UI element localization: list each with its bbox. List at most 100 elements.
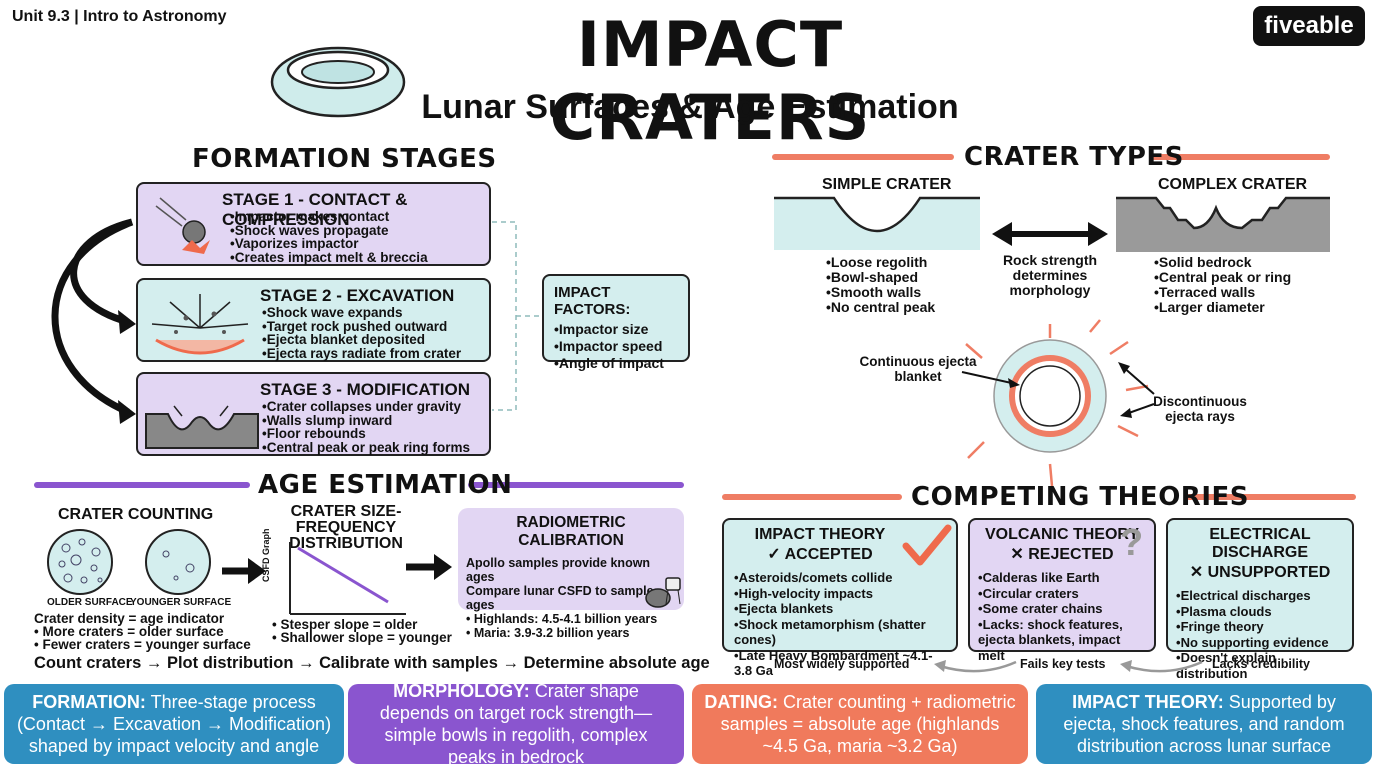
right-arrow-icon	[406, 554, 452, 580]
impact-factors-title: IMPACT FACTORS:	[554, 284, 631, 318]
list-item: Impactor makes contact	[230, 210, 428, 224]
checkmark-icon	[902, 524, 952, 566]
crater-counting-title: CRATER COUNTING	[58, 506, 214, 523]
list-item: Fringe theory	[1176, 619, 1344, 635]
list-item: • Fewer craters = younger surface	[34, 637, 251, 652]
right-arrow-icon	[222, 558, 266, 584]
volcanic-theory-list: Calderas like Earth Circular craters Som…	[978, 570, 1146, 663]
subtitle: Lunar Surfaces & Age Estimation	[421, 88, 959, 126]
list-item: Calderas like Earth	[978, 570, 1146, 586]
stage-2-title: STAGE 2 - EXCAVATION	[260, 286, 455, 305]
list-item: • Shallower slope = younger	[272, 630, 452, 645]
list-item: No supporting evidence	[1176, 635, 1344, 651]
list-item: Creates impact melt & breccia	[230, 250, 428, 265]
divider	[1186, 494, 1356, 500]
footer-formation: FORMATION: Three-stage process (Contact …	[4, 684, 344, 764]
main-title: IMPACT CRATERS	[549, 8, 871, 154]
fiveable-logo[interactable]: fiveable	[1253, 6, 1365, 46]
list-item: • Highlands: 4.5-4.1 billion years	[466, 612, 658, 626]
list-item: Crater density = age indicator	[34, 611, 225, 626]
impact-theory-title: IMPACT THEORY	[754, 526, 886, 543]
csfd-axis-label: CSFD Graph	[261, 528, 271, 582]
electrical-caption: Lacks credibility	[1212, 657, 1310, 671]
stage-1-card: STAGE 1 - CONTACT & COMPRESSION Impactor…	[136, 182, 491, 266]
list-item: Shock waves propagate	[230, 223, 428, 238]
complex-crater-list: Solid bedrock Central peak or ring Terra…	[1154, 255, 1291, 315]
list-item: Central peak or ring	[1154, 270, 1291, 285]
rays-pointer-arrows	[1118, 362, 1155, 418]
unit-label: Unit 9.3 | Intro to Astronomy	[12, 8, 227, 25]
complex-crater-diagram	[1116, 196, 1330, 252]
list-item: Ejecta rays radiate from crater	[262, 346, 461, 361]
list-item: Larger diameter	[1154, 300, 1291, 315]
footer-key: IMPACT THEORY:	[1072, 692, 1224, 712]
impact-theory-list: Asteroids/comets collide High-velocity i…	[734, 570, 946, 679]
list-item: Solid bedrock	[1154, 255, 1291, 270]
footer-key: MORPHOLOGY:	[393, 681, 530, 701]
list-item: Asteroids/comets collide	[734, 570, 946, 586]
radiometric-lines: Apollo samples provide known ages Compar…	[466, 556, 676, 640]
electrical-theory-title: ELECTRICAL DISCHARGE	[1209, 526, 1311, 561]
footer-key: FORMATION:	[32, 692, 146, 712]
electrical-theory-status: ✕ UNSUPPORTED	[1189, 564, 1331, 581]
divider	[34, 482, 250, 488]
list-item: Late Heavy Bombardment ~4.1-3.8 Ga	[734, 648, 946, 679]
list-item: Ejecta blankets	[734, 601, 946, 617]
list-item: • Stesper slope = older	[272, 617, 418, 632]
impact-caption: Most widely supported	[774, 657, 910, 671]
list-item: Shock wave expands	[262, 306, 461, 320]
complex-crater-title: COMPLEX CRATER	[1158, 176, 1308, 193]
stage-3-title: STAGE 3 - MODIFICATION	[260, 380, 470, 399]
sample-rock-icon	[645, 577, 681, 608]
stage-3-card: STAGE 3 - MODIFICATION Crater collapses …	[136, 372, 491, 456]
list-item: Impactor speed	[554, 338, 678, 355]
simple-crater-title: SIMPLE CRATER	[822, 176, 952, 193]
list-item: Target rock pushed outward	[262, 319, 461, 334]
factor-connector	[492, 221, 540, 411]
crater-logo-icon	[270, 46, 406, 118]
question-mark-icon: ?	[1120, 522, 1144, 564]
list-item: Ejecta blanket deposited	[262, 333, 461, 347]
rock-strength-note: Rock strength determines morphology	[1002, 252, 1098, 298]
simple-crater-diagram	[774, 196, 980, 250]
electrical-theory-card: ELECTRICAL DISCHARGE ✕ UNSUPPORTED Elect…	[1166, 518, 1354, 681]
list-item: Shock metamorphism (shatter cones)	[734, 617, 946, 648]
csfd-graph	[289, 542, 406, 615]
double-arrow-icon	[992, 222, 1108, 246]
age-process-line: Count craters → Plot distribution → Cali…	[34, 654, 710, 672]
radiometric-title: RADIOMETRIC CALIBRATION	[516, 514, 626, 549]
ejecta-diagram	[965, 319, 1149, 487]
older-surface-label: OLDER SURFACE	[47, 597, 133, 608]
impactor-icon	[155, 197, 210, 254]
footer-text: Crater shape depends on target rock stre…	[379, 681, 653, 767]
volcanic-theory-status: ✕ REJECTED	[1010, 546, 1114, 563]
crater-types-title: CRATER TYPES	[964, 142, 1184, 172]
stage-3-list: Crater collapses under gravity Walls slu…	[262, 400, 470, 454]
volcanic-caption: Fails key tests	[1020, 657, 1106, 671]
list-item: Electrical discharges	[1176, 588, 1344, 604]
footer-text: Three-stage process (Contact → Excavatio…	[16, 692, 332, 756]
age-estimation-title: AGE ESTIMATION	[258, 470, 513, 500]
impact-factors-list: Impactor size Impactor speed Angle of im…	[554, 321, 678, 372]
csfd-notes: • Stesper slope = older • Shallower slop…	[272, 617, 452, 645]
stage-2-list: Shock wave expands Target rock pushed ou…	[262, 306, 461, 360]
discontinuous-rays-label: Discontinuous ejecta rays	[1153, 394, 1247, 424]
simple-crater-list: Loose regolith Bowl-shaped Smooth walls …	[826, 255, 935, 315]
ejecta-pointer-arrows	[961, 371, 1020, 388]
list-item: High-velocity impacts	[734, 586, 946, 602]
list-item: Compare lunar CSFD to sample ages	[466, 584, 654, 612]
list-item: Crater collapses under gravity	[262, 400, 470, 414]
volcanic-theory-title: VOLCANIC THEORY	[984, 526, 1140, 543]
younger-surface-label: YOUNGER SURFACE	[130, 597, 232, 608]
list-item: Walls slump inward	[262, 413, 470, 428]
list-item: Doesn't explain distribution	[1176, 650, 1344, 681]
list-item: Floor rebounds	[262, 427, 470, 441]
modification-icon	[145, 405, 259, 449]
list-item: Circular craters	[978, 586, 1146, 602]
list-item: Smooth walls	[826, 285, 935, 300]
list-item: Central peak or peak ring forms	[262, 440, 470, 455]
volcanic-theory-card: VOLCANIC THEORY ✕ REJECTED ? Calderas li…	[968, 518, 1156, 663]
stage-1-list: Impactor makes contact Shock waves propa…	[230, 210, 428, 264]
list-item: Apollo samples provide known ages	[466, 556, 651, 584]
footer-dating: DATING: Crater counting + radiometric sa…	[692, 684, 1028, 764]
